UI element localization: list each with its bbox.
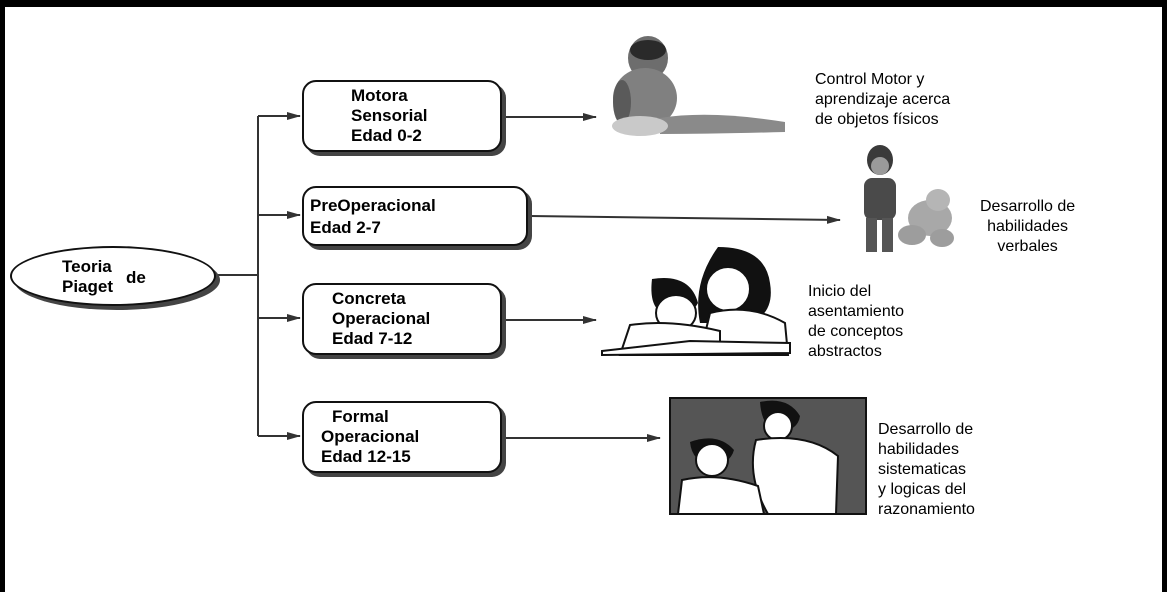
stage-age: Edad 0-2 xyxy=(351,126,422,145)
teen-studying-with-teacher-drawing xyxy=(669,397,867,515)
root-title-line1: Teoria xyxy=(62,257,112,276)
stage-description-1: Control Motor y aprendizaje acerca de ob… xyxy=(815,71,951,128)
stage-name: Concreta xyxy=(332,289,406,308)
root-title-line2: Piaget xyxy=(62,277,114,296)
root-connector-word: de xyxy=(126,268,146,287)
stage-age: Edad 12-15 xyxy=(321,447,411,466)
stage-description-3: Inicio del asentamiento de conceptos abs… xyxy=(808,283,905,360)
stage-age: Edad 7-12 xyxy=(332,329,413,348)
stage-name: PreOperacional xyxy=(310,196,436,215)
stage-name-2: Operacional xyxy=(321,427,420,446)
stage-description-4: Desarrollo de habilidades sistematicas y… xyxy=(878,421,975,518)
baby-photo xyxy=(612,36,785,136)
stage-name-2: Operacional xyxy=(332,309,431,328)
stage-box-preoperational: PreOperacional Edad 2-7 xyxy=(302,186,528,246)
root-node: Teoria Piaget de xyxy=(10,246,216,306)
child-reading-with-adult-drawing xyxy=(601,247,791,357)
stage-name: Motora xyxy=(351,86,408,105)
stage-box-sensorimotor: Motora Sensorial Edad 0-2 xyxy=(302,80,502,152)
stage-name-2: Sensorial xyxy=(351,106,428,125)
stage-arrow-2 xyxy=(529,215,841,224)
stage-description-2: Desarrollo de habilidades verbales xyxy=(980,198,1076,255)
stage-box-concrete-operational: Concreta Operacional Edad 7-12 xyxy=(302,283,502,355)
stage-name: Formal xyxy=(332,407,389,426)
toddler-with-teddy-photo xyxy=(864,145,954,252)
stage-box-formal-operational: Formal Operacional Edad 12-15 xyxy=(302,401,502,473)
stage-age: Edad 2-7 xyxy=(310,218,381,237)
